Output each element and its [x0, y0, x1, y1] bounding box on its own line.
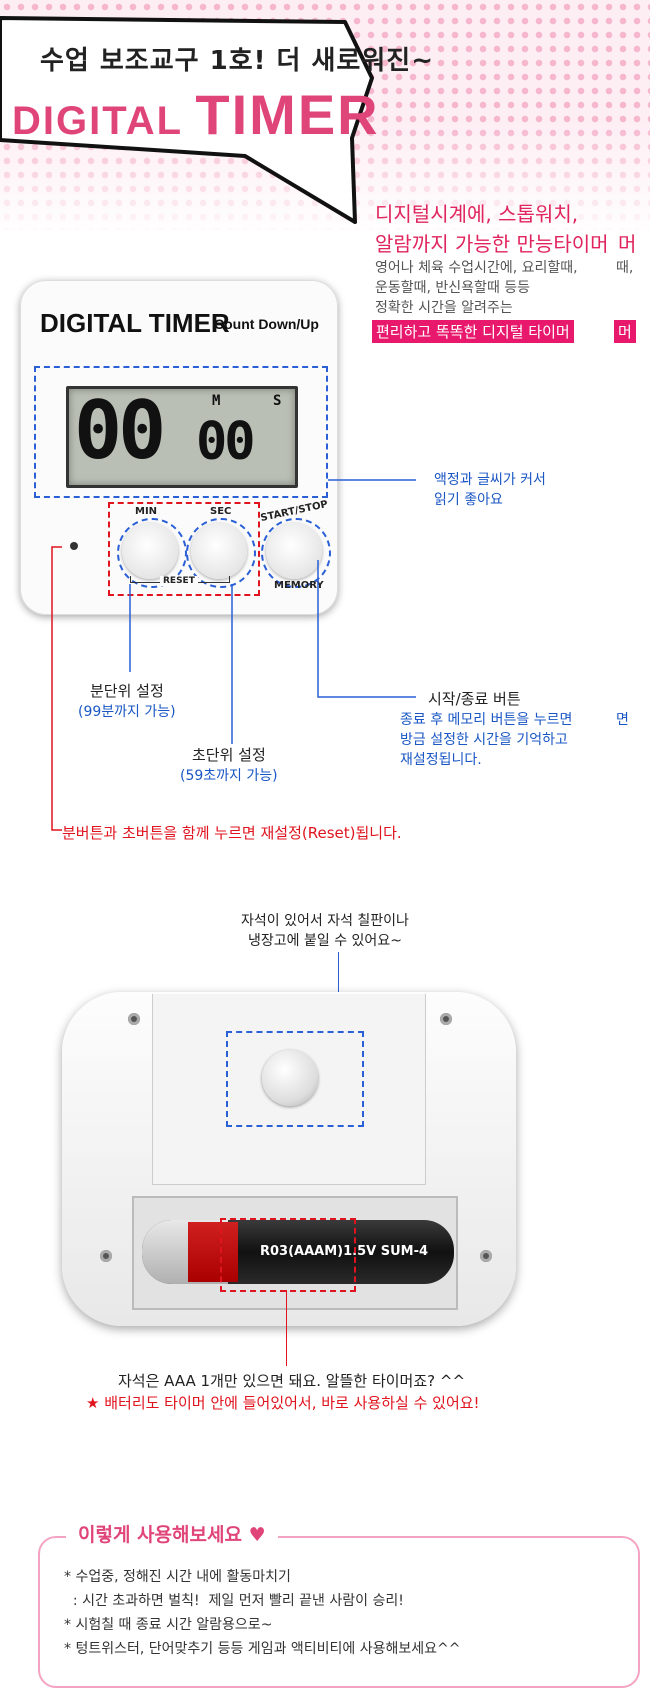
start-line-3: 재설정됩니다.: [400, 752, 482, 768]
sec-sub: (59초까지 가능): [180, 768, 278, 784]
usage-line-2: : 시간 초과하면 벌칙! 제일 먼저 빨리 끝낸 사람이 승리!: [64, 1593, 404, 1609]
btn-reset-label: RESET: [160, 576, 198, 586]
sec-button[interactable]: [191, 523, 247, 579]
usage-title-text: 이렇게 사용해보세요: [78, 1524, 242, 1546]
usage-title: 이렇게 사용해보세요 ♥: [66, 1520, 278, 1547]
title-digital: DIGITAL: [12, 99, 196, 143]
screw-hole-tl: [128, 1013, 140, 1025]
magnet-note-1: 자석이 있어서 자석 칠판이나: [241, 913, 409, 929]
min-sub: (99분까지 가능): [78, 704, 176, 720]
usage-line-3: * 시험칠 때 종료 시간 알람용으로~: [64, 1617, 273, 1633]
battery-red-band: [188, 1222, 238, 1282]
start-ring: [261, 518, 331, 588]
lcd-screen: [66, 386, 298, 488]
battery-star-note: ★ 배터리도 타이머 안에 들어있어서, 바로 사용하실 수 있어요!: [86, 1394, 480, 1412]
screw-hole-bl: [100, 1250, 112, 1262]
magnet-connector: [338, 952, 339, 1022]
btn-sec-label: SEC: [210, 506, 232, 517]
battery-note: 자석은 AAA 1개만 있으면 돼요. 알뜰한 타이머죠? ^^: [118, 1372, 466, 1390]
btn-memory-label: MEMORY: [274, 580, 324, 591]
min-button[interactable]: [122, 523, 178, 579]
lcd-highlight: [34, 366, 328, 498]
start-title: 시작/종료 버튼: [428, 690, 521, 708]
start-stop-button[interactable]: [266, 523, 322, 579]
page-title: DIGITAL TIMER: [12, 82, 380, 147]
intro-gray3: 정확한 시간을 알려주는: [375, 300, 513, 316]
lcd-note-1: 액정과 글씨가 커서: [434, 472, 546, 488]
intro-gray2: 운동할때, 반신욕할때 등등: [375, 280, 531, 296]
battery-highlight: [220, 1218, 356, 1292]
battery-label: R03(AAAM)1.5V SUM-4: [260, 1244, 429, 1259]
usage-line-4: * 텅트위스터, 단어맞추기 등등 게임과 액티비티에 사용해보세요^^: [64, 1641, 461, 1657]
reset-highlight: [108, 502, 260, 596]
intro-line1: 디지털시계에, 스톱워치,: [375, 202, 579, 226]
intro-highlight-cut: 머: [614, 320, 636, 343]
speech-bubble: [0, 16, 374, 224]
lcd-note-2: 읽기 좋아요: [434, 492, 503, 508]
lcd-unit-m: M: [212, 393, 221, 409]
lcd-unit-s: S: [273, 393, 282, 409]
reset-note: 분버튼과 초버튼을 함께 누르면 재설정(Reset)됩니다.: [62, 824, 402, 842]
magnet-highlight: [226, 1031, 364, 1127]
lcd-seconds: 00: [196, 412, 256, 472]
start-line-cut: 면: [616, 712, 629, 728]
intro-gray1-cut: 때,: [616, 260, 634, 276]
min-title: 분단위 설정: [90, 682, 164, 700]
screw-hole-tr: [440, 1013, 452, 1025]
buzzer-hole: [70, 542, 78, 550]
start-line-1: 종료 후 메모리 버튼을 누르면: [400, 712, 573, 728]
usage-box: [38, 1536, 640, 1688]
sec-ring: [186, 518, 256, 588]
battery-connector: [286, 1290, 287, 1366]
intro-line2: 알람까지 가능한 만능타이머: [375, 232, 609, 256]
lcd-minutes: 00: [74, 384, 166, 477]
screw-hole-br: [480, 1250, 492, 1262]
magnet: [262, 1050, 318, 1106]
magnet-note: 자석이 있어서 자석 칠판이나 냉장고에 붙일 수 있어요~: [220, 910, 430, 950]
device-brand: DIGITAL TIMER: [40, 308, 230, 338]
title-timer: TIMER: [195, 83, 380, 146]
sec-title: 초단위 설정: [192, 746, 266, 764]
intro-gray1: 영어나 체육 수업시간에, 요리할때,: [375, 260, 578, 276]
usage-line-1: * 수업중, 정해진 시간 내에 활동마치기: [64, 1569, 291, 1585]
intro-highlight: 편리하고 똑똑한 디지털 타이머: [372, 320, 574, 343]
intro-line2-cut: 머: [618, 232, 637, 256]
magnet-note-2: 냉장고에 붙일 수 있어요~: [248, 933, 402, 949]
start-line-2: 방금 설정한 시간을 기억하고: [400, 732, 568, 748]
headline: 수업 보조교구 1호! 더 새로워진~: [40, 46, 434, 76]
btn-min-label: MIN: [135, 506, 158, 517]
heart-icon: ♥: [248, 1524, 266, 1546]
device-mode: Count Down/Up: [214, 316, 319, 332]
connector-lines: [51, 479, 416, 831]
